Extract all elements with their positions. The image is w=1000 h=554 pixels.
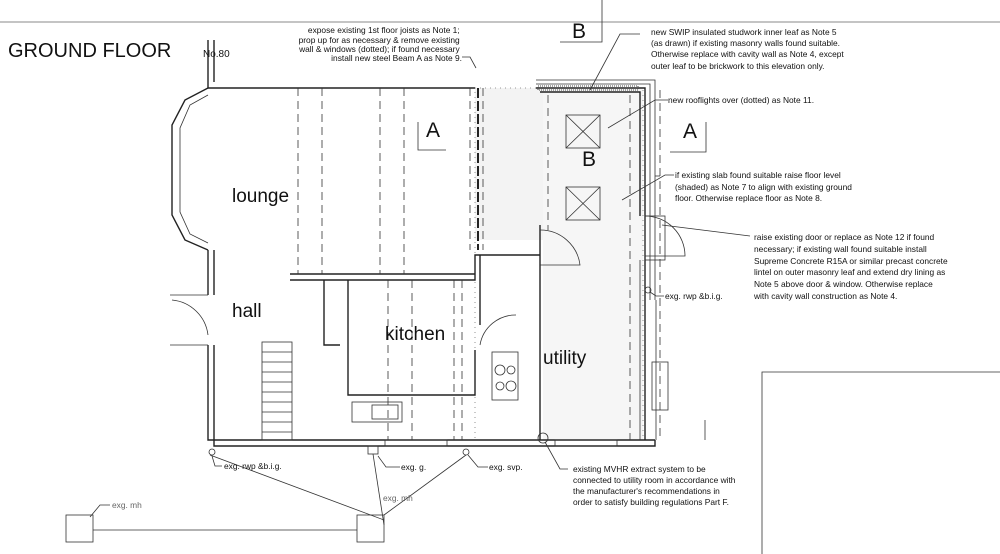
drainage <box>65 286 652 543</box>
windows <box>384 439 618 447</box>
sink <box>351 401 403 423</box>
label-rwp-right: exg. rwp &b.i.g. <box>665 291 723 301</box>
room-label-kitchen: kitchen <box>385 324 445 345</box>
svg-text:A: A <box>426 119 440 142</box>
section-marker-b: B <box>582 148 596 171</box>
site-boundary <box>704 371 1000 554</box>
label-gully: exg. g. <box>401 462 426 472</box>
room-label-lounge: lounge <box>232 186 289 207</box>
note-door: raise existing door or replace as Note 1… <box>753 232 950 301</box>
appliance <box>651 361 669 411</box>
mvhr-fan-icon <box>537 432 549 444</box>
section-marker-b-top: B <box>560 0 603 43</box>
note-rooflights: new rooflights over (dotted) as Note 11. <box>668 95 814 105</box>
shaded-floor-area <box>474 87 644 441</box>
room-label-hall: hall <box>232 301 262 322</box>
label-manhole-left: exg. mh <box>112 500 142 510</box>
rooflights <box>565 114 601 221</box>
note-swip: new SWIP insulated studwork inner leaf a… <box>651 27 846 71</box>
house-number: No.80 <box>203 49 230 60</box>
label-rwp-left: exg. rwp &b.i.g. <box>224 461 282 471</box>
section-marker-a-left: A <box>417 119 446 151</box>
doors <box>171 215 686 346</box>
hob <box>491 351 519 401</box>
room-label-utility: utility <box>543 348 587 369</box>
note-slab: if existing slab found suitable raise fl… <box>675 170 854 203</box>
svg-text:B: B <box>572 20 586 43</box>
leader-lines <box>89 33 751 518</box>
label-svp: exg. svp. <box>489 462 523 472</box>
note-beam: expose existing 1st floor joists as Note… <box>298 25 462 63</box>
drawing-title: GROUND FLOOR <box>8 40 171 62</box>
manhole-mid <box>356 514 385 543</box>
svg-text:A: A <box>683 120 697 143</box>
section-marker-a-right: A <box>670 120 707 153</box>
note-mvhr: existing MVHR extract system to be conne… <box>573 464 738 507</box>
dashed-lines <box>297 88 661 440</box>
label-manhole-mid: exg. mh <box>383 493 413 503</box>
staircase <box>261 341 293 441</box>
manhole-left <box>65 514 94 543</box>
walls <box>170 40 657 447</box>
